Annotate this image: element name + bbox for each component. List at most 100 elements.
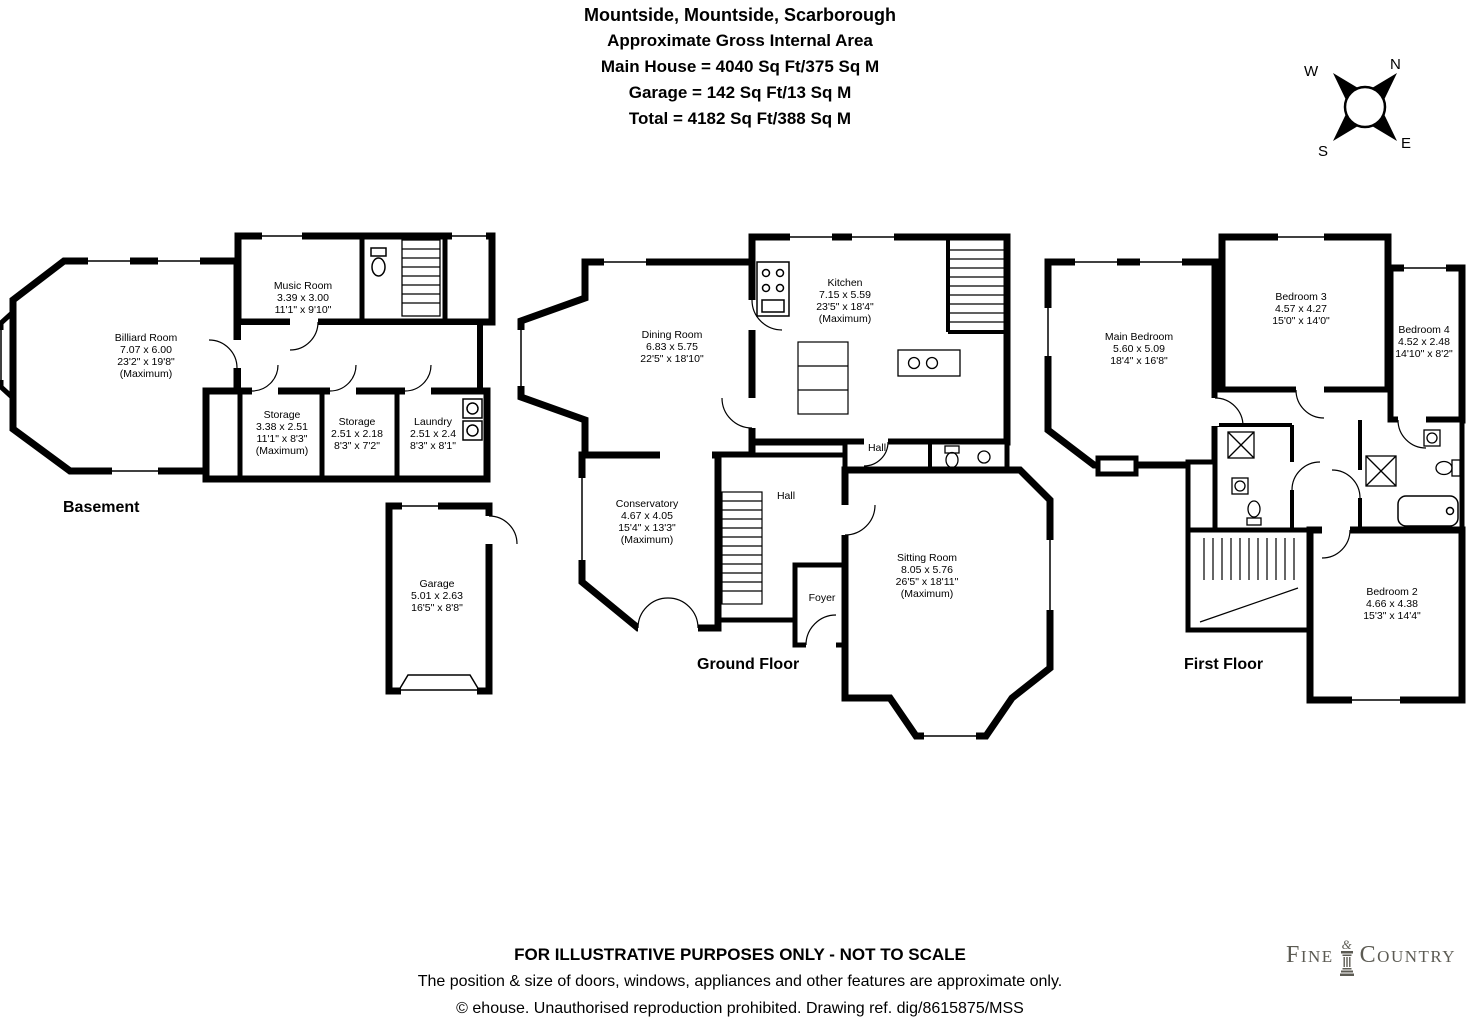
room-label-bedroom-2: Bedroom 2 4.66 x 4.38 15'3" x 14'4" <box>1332 586 1452 622</box>
room-label-kitchen: Kitchen 7.15 x 5.59 23'5" x 18'4" (Maxim… <box>785 277 905 325</box>
room-name: Kitchen <box>827 277 863 289</box>
floor-label-basement: Basement <box>63 499 140 516</box>
accuracy-line: The position & size of doors, windows, a… <box>417 973 1063 990</box>
main-bedroom-bay <box>1095 455 1139 477</box>
sink-counter-icon <box>897 349 961 377</box>
room-name: Music Room <box>273 280 333 292</box>
storage-row-walls <box>202 387 491 483</box>
room-label-hall-main: Hall <box>761 490 811 502</box>
ground-windows <box>516 232 1055 741</box>
first-floor-plan <box>1043 232 1466 705</box>
foyer-walls <box>792 562 848 648</box>
plan-footer: FOR ILLUSTRATIVE PURPOSES ONLY - NOT TO … <box>0 941 1480 1022</box>
room-label-sitting-room: Sitting Room 8.05 x 5.76 26'5" x 18'11" … <box>867 552 987 600</box>
staircase-icon <box>401 239 441 317</box>
room-name: Billiard Room <box>114 332 178 344</box>
cooker-icon <box>756 261 790 317</box>
room-dims-metric: 2.51 x 2.18 <box>331 428 383 440</box>
room-dims-imperial: 22'5" x 18'10" <box>640 353 704 365</box>
property-title: Mountside, Mountside, Scarborough <box>584 5 896 25</box>
room-dims-metric: 4.66 x 4.38 <box>1366 598 1418 610</box>
room-name: Bedroom 3 <box>1275 291 1327 303</box>
room-name: Conservatory <box>615 498 679 510</box>
room-dims-metric: 2.51 x 2.4 <box>409 428 457 440</box>
room-name: Bedroom 2 <box>1366 586 1418 598</box>
room-dims-metric: 4.52 x 2.48 <box>1398 336 1450 348</box>
room-name: Hall <box>867 442 887 454</box>
room-name: Laundry <box>414 416 452 428</box>
room-note: (Maximum) <box>255 445 309 457</box>
room-dims-metric: 8.05 x 5.76 <box>901 564 953 576</box>
room-label-conservatory: Conservatory 4.67 x 4.05 15'4" x 13'3" (… <box>587 498 707 546</box>
room-dims-imperial: 15'3" x 14'4" <box>1363 610 1421 622</box>
room-label-billiard-room: Billiard Room 7.07 x 6.00 23'2" x 19'8" … <box>86 332 206 380</box>
room-dims-imperial: 16'5" x 8'8" <box>411 602 463 614</box>
room-dims-metric: 5.60 x 5.09 <box>1113 343 1165 355</box>
stairwell-walls <box>1185 459 1218 537</box>
room-dims-imperial: 26'5" x 18'11" <box>895 576 959 588</box>
sitting-room-walls <box>841 466 1054 740</box>
room-label-bedroom-3: Bedroom 3 4.57 x 4.27 15'0" x 14'0" <box>1241 291 1361 327</box>
room-name: Sitting Room <box>896 552 958 564</box>
room-name: Storage <box>338 416 376 428</box>
first-staircase-icon <box>1199 538 1299 623</box>
compass-rose-icon <box>1333 73 1397 141</box>
room-dims-imperial: 18'4" x 16'8" <box>1110 355 1168 367</box>
room-note: (Maximum) <box>119 368 173 380</box>
column-icon <box>1339 951 1354 976</box>
copyright-line: © ehouse. Unauthorised reproduction proh… <box>456 1000 1024 1017</box>
area-main-house: Main House = 4040 Sq Ft/375 Sq M <box>600 57 880 76</box>
room-label-hall-upper: Hall <box>852 442 902 454</box>
kitchen-walls <box>748 233 1011 446</box>
shower-icon <box>1227 431 1255 459</box>
garage-plan <box>385 501 518 696</box>
compass-north-label: N <box>1390 56 1401 73</box>
room-name: Dining Room <box>641 329 703 341</box>
room-note: (Maximum) <box>818 313 872 325</box>
logo-ampersand: & <box>1341 937 1352 952</box>
garage-walls <box>385 502 493 695</box>
bathroom2-sink-icon <box>1423 429 1441 447</box>
shower2-icon <box>1365 455 1397 487</box>
wc-sink-icon <box>977 450 991 464</box>
bathtub-icon <box>1397 495 1459 527</box>
room-dims-imperial: 15'4" x 13'3" <box>618 522 676 534</box>
room-note: (Maximum) <box>620 534 674 546</box>
room-dims-imperial: 23'5" x 18'4" <box>816 301 874 313</box>
first-doors <box>1211 385 1427 559</box>
music-room-block-walls <box>234 232 496 326</box>
room-label-main-bedroom: Main Bedroom 5.60 x 5.09 18'4" x 16'8" <box>1079 331 1199 367</box>
room-label-bedroom-4: Bedroom 4 4.52 x 2.48 14'10" x 8'2" <box>1369 324 1479 360</box>
fine-and-country-logo: Fine & Country <box>1286 934 1456 977</box>
ground-doors <box>637 299 889 649</box>
room-label-storage-2: Storage 2.51 x 2.18 8'3" x 7'2" <box>307 416 407 452</box>
garage-door-icon <box>398 674 480 696</box>
disclaimer-line: FOR ILLUSTRATIVE PURPOSES ONLY - NOT TO … <box>514 945 966 964</box>
room-label-foyer: Foyer <box>797 592 847 604</box>
area-garage: Garage = 142 Sq Ft/13 Sq M <box>628 83 852 102</box>
floor-label-first: First Floor <box>1184 656 1264 673</box>
room-label-music-room: Music Room 3.39 x 3.00 11'1" x 9'10" <box>243 280 363 316</box>
ground-floor-plan <box>516 232 1055 741</box>
main-bedroom-walls <box>1044 258 1219 469</box>
room-dims-metric: 5.01 x 2.63 <box>411 590 463 602</box>
room-label-storage-1: Storage 3.38 x 2.51 11'1" x 8'3" (Maximu… <box>222 409 342 457</box>
area-total: Total = 4182 Sq Ft/388 Sq M <box>628 109 852 128</box>
room-note: (Maximum) <box>900 588 954 600</box>
room-dims-imperial: 11'1" x 9'10" <box>274 304 332 316</box>
basement-hall-walls <box>235 319 483 394</box>
room-dims-imperial: 11'1" x 8'3" <box>256 433 308 445</box>
room-name: Bedroom 4 <box>1398 324 1450 336</box>
room-name: Garage <box>419 578 455 590</box>
kitchen-island-icon <box>797 341 849 415</box>
room-dims-metric: 3.39 x 3.00 <box>277 292 329 304</box>
compass-west-label: W <box>1304 63 1319 80</box>
room-dims-imperial: 15'0" x 14'0" <box>1272 315 1330 327</box>
basement-windows <box>0 231 486 476</box>
washing-machines-icon <box>462 398 483 441</box>
first-windows <box>1043 232 1446 705</box>
room-label-laundry: Laundry 2.51 x 2.4 8'3" x 8'1" <box>383 416 483 452</box>
wc-toilet-icon <box>944 445 960 469</box>
ground-interior-walls <box>928 240 1007 470</box>
